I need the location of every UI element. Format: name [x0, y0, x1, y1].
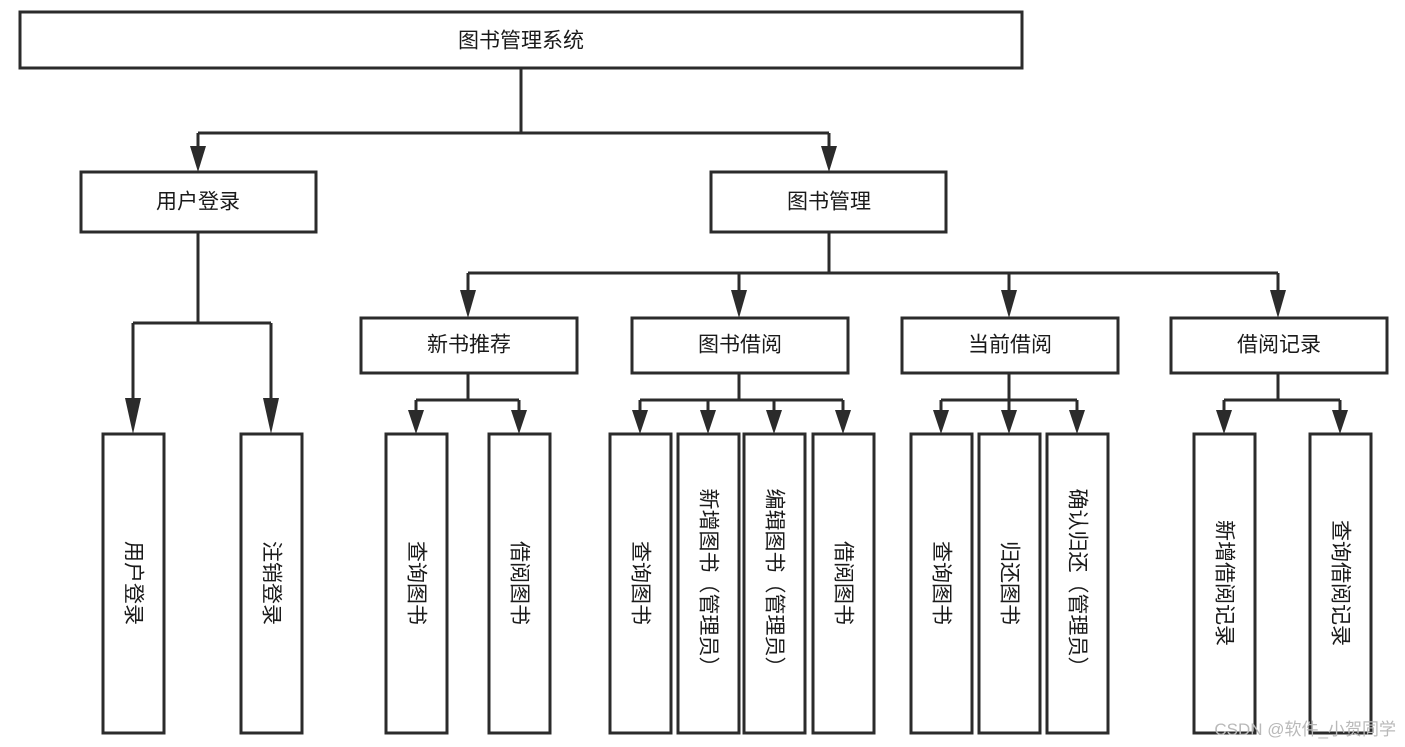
arrow-current-leaf2 [1001, 410, 1017, 434]
arrow-book-mgmt-c3 [1001, 290, 1017, 318]
leaf-current-borrow-0-label: 查询图书 [930, 541, 953, 625]
leaf-book-borrow-1-box[interactable] [676, 432, 741, 735]
node-user-login-label: 用户登录 [156, 191, 240, 214]
arrow-records-leaf1 [1216, 410, 1232, 434]
arrow-records-leaf2 [1332, 410, 1348, 434]
node-new-book-recommend-box[interactable] [359, 316, 579, 375]
node-current-borrow[interactable]: 当前借阅 [900, 316, 1120, 375]
leaf-new-book-recommend-0[interactable]: 查询图书 [384, 432, 449, 735]
leaf-new-book-recommend-0-box[interactable] [384, 432, 449, 735]
leaf-book-borrow-0[interactable]: 查询图书 [608, 432, 673, 735]
node-book-management[interactable]: 图书管理 [709, 170, 948, 234]
node-root-label: 图书管理系统 [458, 30, 584, 53]
node-root[interactable]: 图书管理系统 [18, 10, 1024, 70]
node-new-book-recommend-label: 新书推荐 [427, 334, 511, 357]
leaf-current-borrow-0[interactable]: 查询图书 [909, 432, 974, 735]
leaf-book-borrow-0-box[interactable] [608, 432, 673, 735]
leaf-new-book-recommend-1-label: 借阅图书 [508, 541, 531, 625]
leaf-borrow-records-0-box[interactable] [1192, 432, 1257, 735]
node-book-borrow-box[interactable] [630, 316, 850, 375]
node-root-box[interactable] [18, 10, 1024, 70]
leaf-book-borrow-3[interactable]: 借阅图书 [811, 432, 876, 735]
leaf-user-login-0-label: 用户登录 [122, 541, 145, 625]
arrow-book-mgmt-c2 [731, 290, 747, 318]
leaf-book-borrow-2-label: 编辑图书（管理员） [763, 489, 786, 678]
arrow-book-mgmt-c1 [460, 290, 476, 318]
connector-layer [125, 68, 1348, 434]
arrow-newbook-leaf2 [511, 410, 527, 434]
leaf-new-book-recommend-1-box[interactable] [487, 432, 552, 735]
node-current-borrow-box[interactable] [900, 316, 1120, 375]
leaf-user-login-1-label: 注销登录 [260, 541, 283, 625]
node-book-management-label: 图书管理 [787, 191, 871, 214]
leaf-user-login-0[interactable]: 用户登录 [101, 432, 166, 735]
leaf-book-borrow-2[interactable]: 编辑图书（管理员） [742, 432, 807, 735]
node-current-borrow-label: 当前借阅 [968, 334, 1052, 357]
csdn-watermark: CSDN @软件_小贺同学 [1214, 720, 1396, 739]
leaf-new-book-recommend-0-label: 查询图书 [405, 541, 428, 625]
arrow-root-to-book-mgmt [821, 146, 837, 172]
node-borrow-records-label: 借阅记录 [1237, 334, 1321, 357]
arrow-book-mgmt-c4 [1270, 290, 1286, 318]
leaf-current-borrow-1-box[interactable] [977, 432, 1042, 735]
leaf-user-login-1[interactable]: 注销登录 [239, 432, 304, 735]
leaf-book-borrow-1-label: 新增图书（管理员） [697, 489, 720, 678]
leaf-borrow-records-1-label: 查询借阅记录 [1329, 520, 1352, 646]
leaf-user-login-1-box[interactable] [239, 432, 304, 735]
arrow-root-to-user-login [190, 146, 206, 172]
leaf-current-borrow-1[interactable]: 归还图书 [977, 432, 1042, 735]
arrow-borrow-leaf3 [766, 410, 782, 434]
leaf-book-borrow-3-box[interactable] [811, 432, 876, 735]
arrow-current-leaf3 [1069, 410, 1085, 434]
node-book-management-box[interactable] [709, 170, 948, 234]
arrow-user-login-leaf2 [263, 398, 279, 434]
node-borrow-records-box[interactable] [1169, 316, 1389, 375]
leaf-new-book-recommend-1[interactable]: 借阅图书 [487, 432, 552, 735]
leaf-current-borrow-2-box[interactable] [1045, 432, 1110, 735]
leaf-borrow-records-0-label: 新增借阅记录 [1213, 520, 1236, 646]
leaf-book-borrow-0-label: 查询图书 [629, 541, 652, 625]
leaf-current-borrow-1-label: 归还图书 [998, 541, 1021, 625]
node-new-book-recommend[interactable]: 新书推荐 [359, 316, 579, 375]
arrow-borrow-leaf2 [700, 410, 716, 434]
leaf-book-borrow-2-box[interactable] [742, 432, 807, 735]
arrow-newbook-leaf1 [408, 410, 424, 434]
node-borrow-records[interactable]: 借阅记录 [1169, 316, 1389, 375]
arrow-borrow-leaf1 [632, 410, 648, 434]
leaf-borrow-records-1[interactable]: 查询借阅记录 [1308, 432, 1373, 735]
leaf-current-borrow-2-label: 确认归还（管理员） [1066, 489, 1089, 678]
node-user-login-box[interactable] [79, 170, 318, 234]
node-book-borrow-label: 图书借阅 [698, 334, 782, 357]
arrow-user-login-leaf1 [125, 398, 141, 434]
leaf-current-borrow-0-box[interactable] [909, 432, 974, 735]
leaf-borrow-records-0[interactable]: 新增借阅记录 [1192, 432, 1257, 735]
leaf-user-login-0-box[interactable] [101, 432, 166, 735]
leaf-book-borrow-1[interactable]: 新增图书（管理员） [676, 432, 741, 735]
leaf-current-borrow-2[interactable]: 确认归还（管理员） [1045, 432, 1110, 735]
node-book-borrow[interactable]: 图书借阅 [630, 316, 850, 375]
arrow-current-leaf1 [933, 410, 949, 434]
node-user-login[interactable]: 用户登录 [79, 170, 318, 234]
leaf-borrow-records-1-box[interactable] [1308, 432, 1373, 735]
leaf-book-borrow-3-label: 借阅图书 [832, 541, 855, 625]
arrow-borrow-leaf4 [835, 410, 851, 434]
